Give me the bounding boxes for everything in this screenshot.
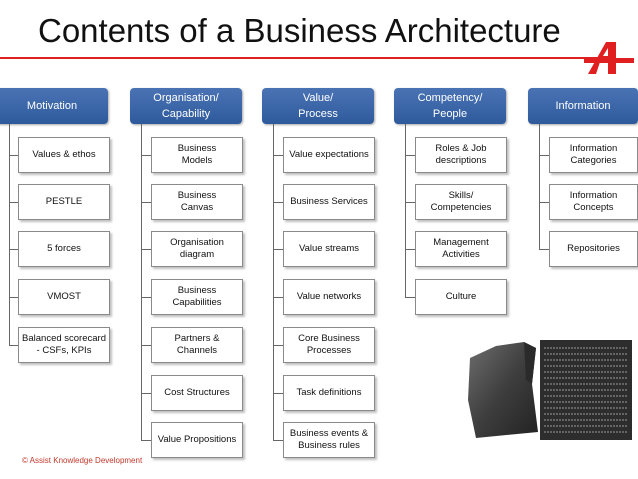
connector-line [273, 345, 283, 346]
column-header-label: Motivation [26, 100, 78, 112]
column-header: Information [528, 88, 638, 124]
assist-logo-icon [584, 42, 634, 74]
connector-line [273, 249, 283, 250]
connector-line [141, 297, 151, 298]
column-header-label: Capability [161, 108, 211, 120]
connector-line [9, 345, 18, 346]
architecture-item: Skills/ Competencies [415, 184, 507, 220]
architecture-item: Management Activities [415, 231, 507, 267]
connector-line [9, 155, 18, 156]
architecture-item: Business events & Business rules [283, 422, 375, 458]
connector-line [539, 155, 549, 156]
architecture-item: Balanced scorecard - CSFs, KPIs [18, 327, 110, 363]
architecture-item: Values & ethos [18, 137, 110, 173]
architecture-item: Information Concepts [549, 184, 638, 220]
architecture-item: Business Services [283, 184, 375, 220]
architecture-item: Task definitions [283, 375, 375, 411]
connector-line [539, 249, 549, 250]
connector-line [405, 202, 415, 203]
connector-line [405, 124, 406, 298]
architecture-item: Core Business Processes [283, 327, 375, 363]
connector-line [539, 202, 549, 203]
column-header-label: Competency/ [417, 92, 483, 104]
architecture-item: Value networks [283, 279, 375, 315]
architecture-item: Roles & Job descriptions [415, 137, 507, 173]
connector-line [273, 155, 283, 156]
connector-line [141, 345, 151, 346]
connector-line [405, 249, 415, 250]
connector-line [273, 202, 283, 203]
page-title: Contents of a Business Architecture [38, 12, 561, 49]
architecture-item: Business Capabilities [151, 279, 243, 315]
column-header-label: Information [555, 100, 611, 112]
column-header-label: Value/ [302, 92, 334, 104]
architecture-item: Value Propositions [151, 422, 243, 458]
connector-line [141, 155, 151, 156]
connector-line [273, 440, 283, 441]
connector-line [141, 440, 151, 441]
connector-line [141, 393, 151, 394]
connector-line [141, 202, 151, 203]
connector-line [9, 249, 18, 250]
connector-line [9, 202, 18, 203]
column-header-label: Organisation/ [153, 92, 219, 104]
architecture-item: Value expectations [283, 137, 375, 173]
title-underline [0, 57, 604, 59]
architecture-item: Business Canvas [151, 184, 243, 220]
connector-line [141, 124, 142, 441]
column-header-label: People [432, 108, 468, 120]
architecture-item: Culture [415, 279, 507, 315]
copyright-footer: © Assist Knowledge Development [22, 456, 143, 465]
connector-line [405, 155, 415, 156]
connector-line [405, 297, 415, 298]
connector-line [273, 124, 274, 441]
column-header-label: Process [298, 108, 338, 120]
connector-line [273, 297, 283, 298]
connector-line [9, 124, 10, 346]
connector-line [539, 124, 540, 250]
column-header: Competency/ People [394, 88, 506, 124]
connector-line [141, 249, 151, 250]
column-header: Organisation/ Capability [130, 88, 242, 124]
connector-line [9, 297, 18, 298]
connector-line [273, 393, 283, 394]
architecture-item: Information Categories [549, 137, 638, 173]
architecture-item: Value streams [283, 231, 375, 267]
architecture-item: 5 forces [18, 231, 110, 267]
architecture-item: Repositories [549, 231, 638, 267]
architecture-item: Organisation diagram [151, 231, 243, 267]
column-header: Value/ Process [262, 88, 374, 124]
column-header: Motivation [0, 88, 108, 124]
architecture-item: Business Models [151, 137, 243, 173]
architecture-item: PESTLE [18, 184, 110, 220]
architecture-item: Cost Structures [151, 375, 243, 411]
rosetta-stone-image [468, 340, 632, 440]
architecture-item: VMOST [18, 279, 110, 315]
architecture-item: Partners & Channels [151, 327, 243, 363]
